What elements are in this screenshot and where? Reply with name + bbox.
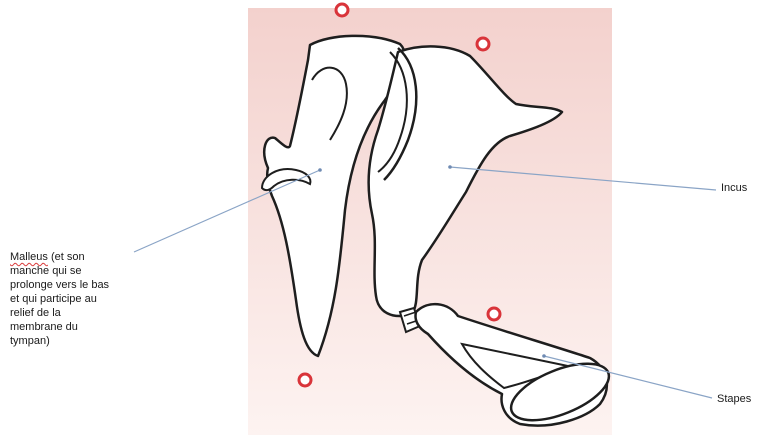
marker-ring	[299, 374, 311, 386]
stapes-label: Stapes	[717, 392, 751, 406]
stapes-pointer-dot	[542, 354, 546, 358]
malleus-label-word: Malleus	[10, 251, 48, 263]
marker-ring	[488, 308, 500, 320]
malleus-pointer-dot	[318, 168, 322, 172]
marker-ring	[477, 38, 489, 50]
marker-ring	[336, 4, 348, 16]
malleus-label-description: (et son manche qui se prolonge vers le b…	[10, 251, 109, 347]
malleus-label: Malleus (et son manche qui se prolonge v…	[10, 250, 145, 348]
incus-pointer-dot	[448, 165, 452, 169]
incus-label: Incus	[721, 181, 747, 195]
